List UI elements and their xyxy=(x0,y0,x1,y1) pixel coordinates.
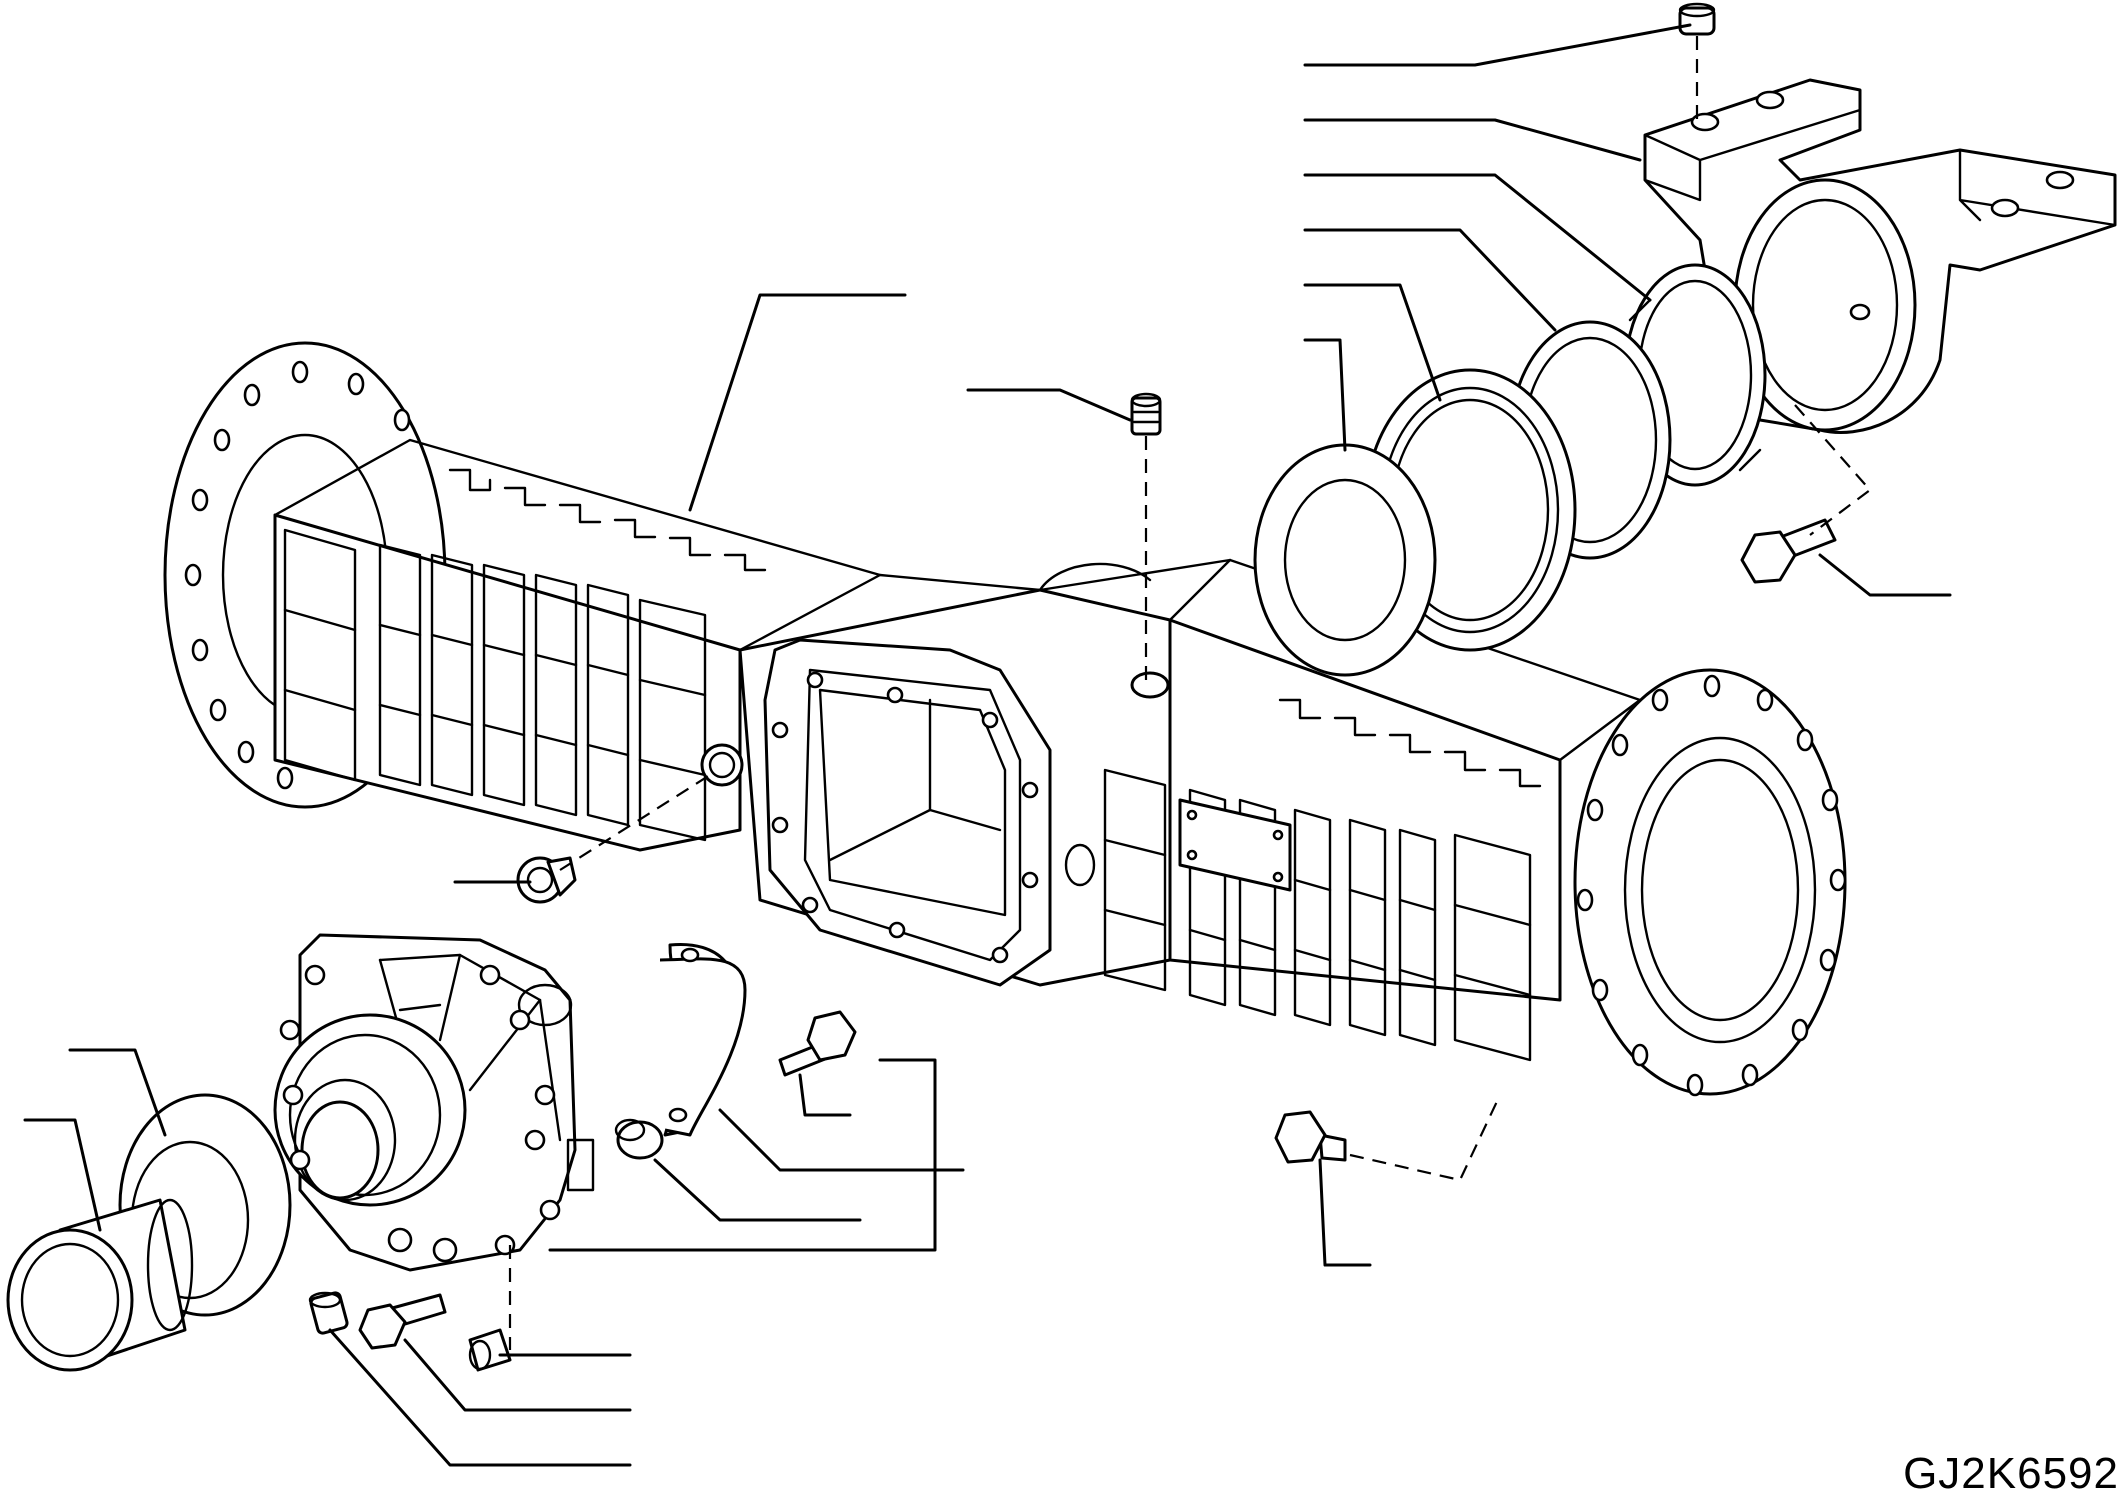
thrust-washer xyxy=(1253,443,1437,677)
carrier-bolt xyxy=(358,1293,447,1350)
bracket-bolt xyxy=(1740,518,1837,584)
drain-plug xyxy=(516,856,577,904)
bracket-grease-nipple xyxy=(1678,2,1716,36)
axle-housing xyxy=(163,341,1847,1097)
pinion-bearing-cup xyxy=(6,1198,194,1372)
cap-bolt xyxy=(778,1010,857,1077)
breather-plug xyxy=(1130,392,1162,436)
left-flange-bolt-holes xyxy=(184,360,411,790)
left-cooling-fins xyxy=(283,528,707,842)
right-flange-bolt-holes xyxy=(1576,674,1847,1097)
leader-lines xyxy=(23,23,1952,1467)
carrier-stud xyxy=(308,1291,349,1335)
cover-bolt-holes xyxy=(771,671,1039,964)
dowel-pin xyxy=(468,1328,512,1372)
drawing-code: GJ2K6592 xyxy=(1903,1449,2119,1498)
dowel-sleeve xyxy=(614,1118,664,1160)
housing-bolt xyxy=(1274,1110,1347,1164)
bearing-cap xyxy=(659,942,747,1137)
carrier-bolt-holes xyxy=(279,964,561,1263)
differential-carrier xyxy=(273,933,595,1272)
